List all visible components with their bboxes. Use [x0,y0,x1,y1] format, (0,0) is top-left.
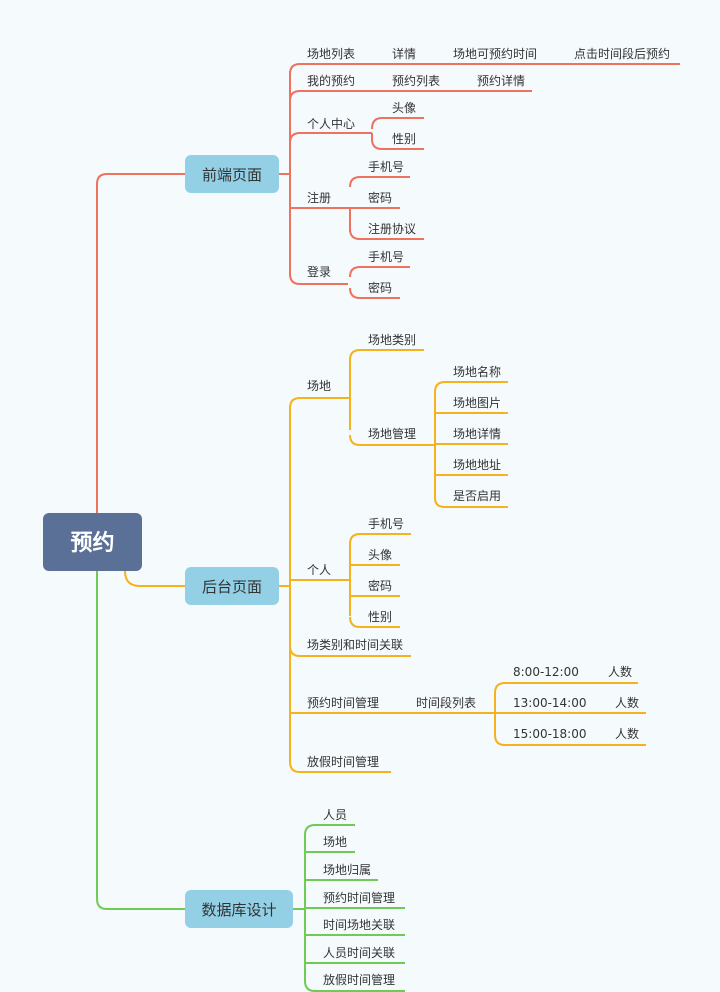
node-venue-category[interactable]: 场地类别 [368,333,416,347]
root-label: 预约 [70,530,114,556]
node-admin-avatar[interactable]: 头像 [368,548,392,562]
node-register-phone[interactable]: 手机号 [368,160,404,174]
node-time-slot-list[interactable]: 时间段列表 [416,695,476,710]
node-slot-1-count[interactable]: 人数 [608,664,632,679]
node-venue-management[interactable]: 场地管理 [368,426,416,441]
node-venue-name[interactable]: 场地名称 [453,364,501,379]
backend-lines [279,349,646,773]
node-avatar[interactable]: 头像 [392,101,416,115]
node-venue-available-time[interactable]: 场地可预约时间 [453,46,537,61]
database-lines [293,824,405,992]
node-booking-list[interactable]: 预约列表 [392,73,440,88]
node-personal-center[interactable]: 个人中心 [307,116,355,131]
branch-label-database: 数据库设计 [201,901,276,919]
node-admin-password[interactable]: 密码 [368,578,392,593]
node-db-venue-ownership[interactable]: 场地归属 [323,863,371,877]
node-venue[interactable]: 场地 [307,379,331,393]
node-db-venue[interactable]: 场地 [323,835,347,849]
node-personal[interactable]: 个人 [307,563,331,577]
branch-label-backend: 后台页面 [202,578,262,596]
node-venue-enabled[interactable]: 是否启用 [453,489,501,503]
node-login[interactable]: 登录 [307,264,331,279]
node-db-personnel[interactable]: 人员 [323,808,347,822]
connector-root-database [96,571,185,910]
branch-node-frontend[interactable] [185,155,279,193]
node-venue-address[interactable]: 场地地址 [453,458,501,472]
node-slot-2[interactable]: 13:00-14:00 [513,696,587,710]
node-login-password[interactable]: 密码 [368,280,392,295]
node-venue-image[interactable]: 场地图片 [453,396,501,410]
node-venue-details[interactable]: 场地详情 [453,426,501,441]
node-register-agreement[interactable]: 注册协议 [368,221,416,236]
node-booking-details[interactable]: 预约详情 [477,73,525,88]
node-details[interactable]: 详情 [392,46,416,61]
root-node[interactable] [43,513,142,571]
node-slot-1[interactable]: 8:00-12:00 [513,665,579,679]
node-login-phone[interactable]: 手机号 [368,250,404,264]
connector-root-frontend [96,173,185,513]
connector-root-backend [124,570,185,587]
node-my-bookings[interactable]: 我的预约 [307,73,355,88]
node-holiday-management[interactable]: 放假时间管理 [307,754,379,769]
branch-node-backend[interactable] [185,567,279,605]
node-booking-time-management[interactable]: 预约时间管理 [307,695,379,710]
frontend-lines [279,63,680,299]
node-slot-2-count[interactable]: 人数 [615,695,639,710]
node-db-personnel-time-link[interactable]: 人员时间关联 [323,946,395,960]
node-category-time-link[interactable]: 场类别和时间关联 [307,638,403,652]
node-slot-3-count[interactable]: 人数 [615,726,639,741]
node-slot-3[interactable]: 15:00-18:00 [513,727,587,741]
node-admin-gender[interactable]: 性别 [368,610,392,624]
node-register[interactable]: 注册 [307,190,331,205]
node-register-password[interactable]: 密码 [368,190,392,205]
node-venue-list[interactable]: 场地列表 [307,47,355,61]
node-click-slot-to-book[interactable]: 点击时间段后预约 [574,46,670,61]
node-admin-phone[interactable]: 手机号 [368,517,404,531]
node-gender[interactable]: 性别 [392,132,416,146]
branch-node-database[interactable] [185,890,293,928]
node-db-time-venue-link[interactable]: 时间场地关联 [323,918,395,932]
node-db-holiday[interactable]: 放假时间管理 [323,972,395,987]
branch-label-frontend: 前端页面 [202,166,262,184]
node-db-booking-time[interactable]: 预约时间管理 [323,890,395,905]
